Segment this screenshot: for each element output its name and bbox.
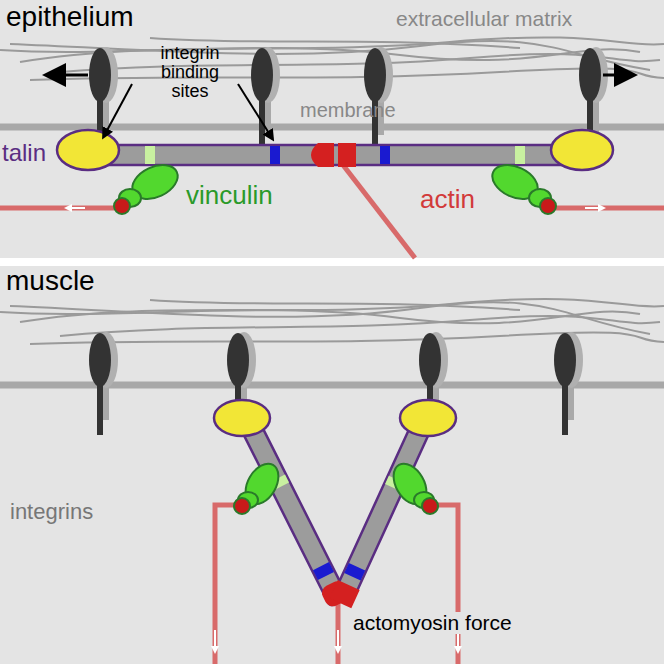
part-label: talin: [2, 140, 46, 165]
part-label: actomyosin force: [350, 612, 515, 634]
part-label: integrins: [10, 500, 93, 523]
part-label: membrane: [300, 100, 396, 121]
part-label: extracellular matrix: [396, 8, 572, 30]
part-label: vinculin: [186, 182, 273, 209]
part-label: actin: [420, 186, 475, 213]
callout-label: integrin binding sites: [140, 44, 240, 101]
panel-title: epithelium: [6, 2, 134, 31]
panel-title: muscle: [6, 266, 95, 295]
